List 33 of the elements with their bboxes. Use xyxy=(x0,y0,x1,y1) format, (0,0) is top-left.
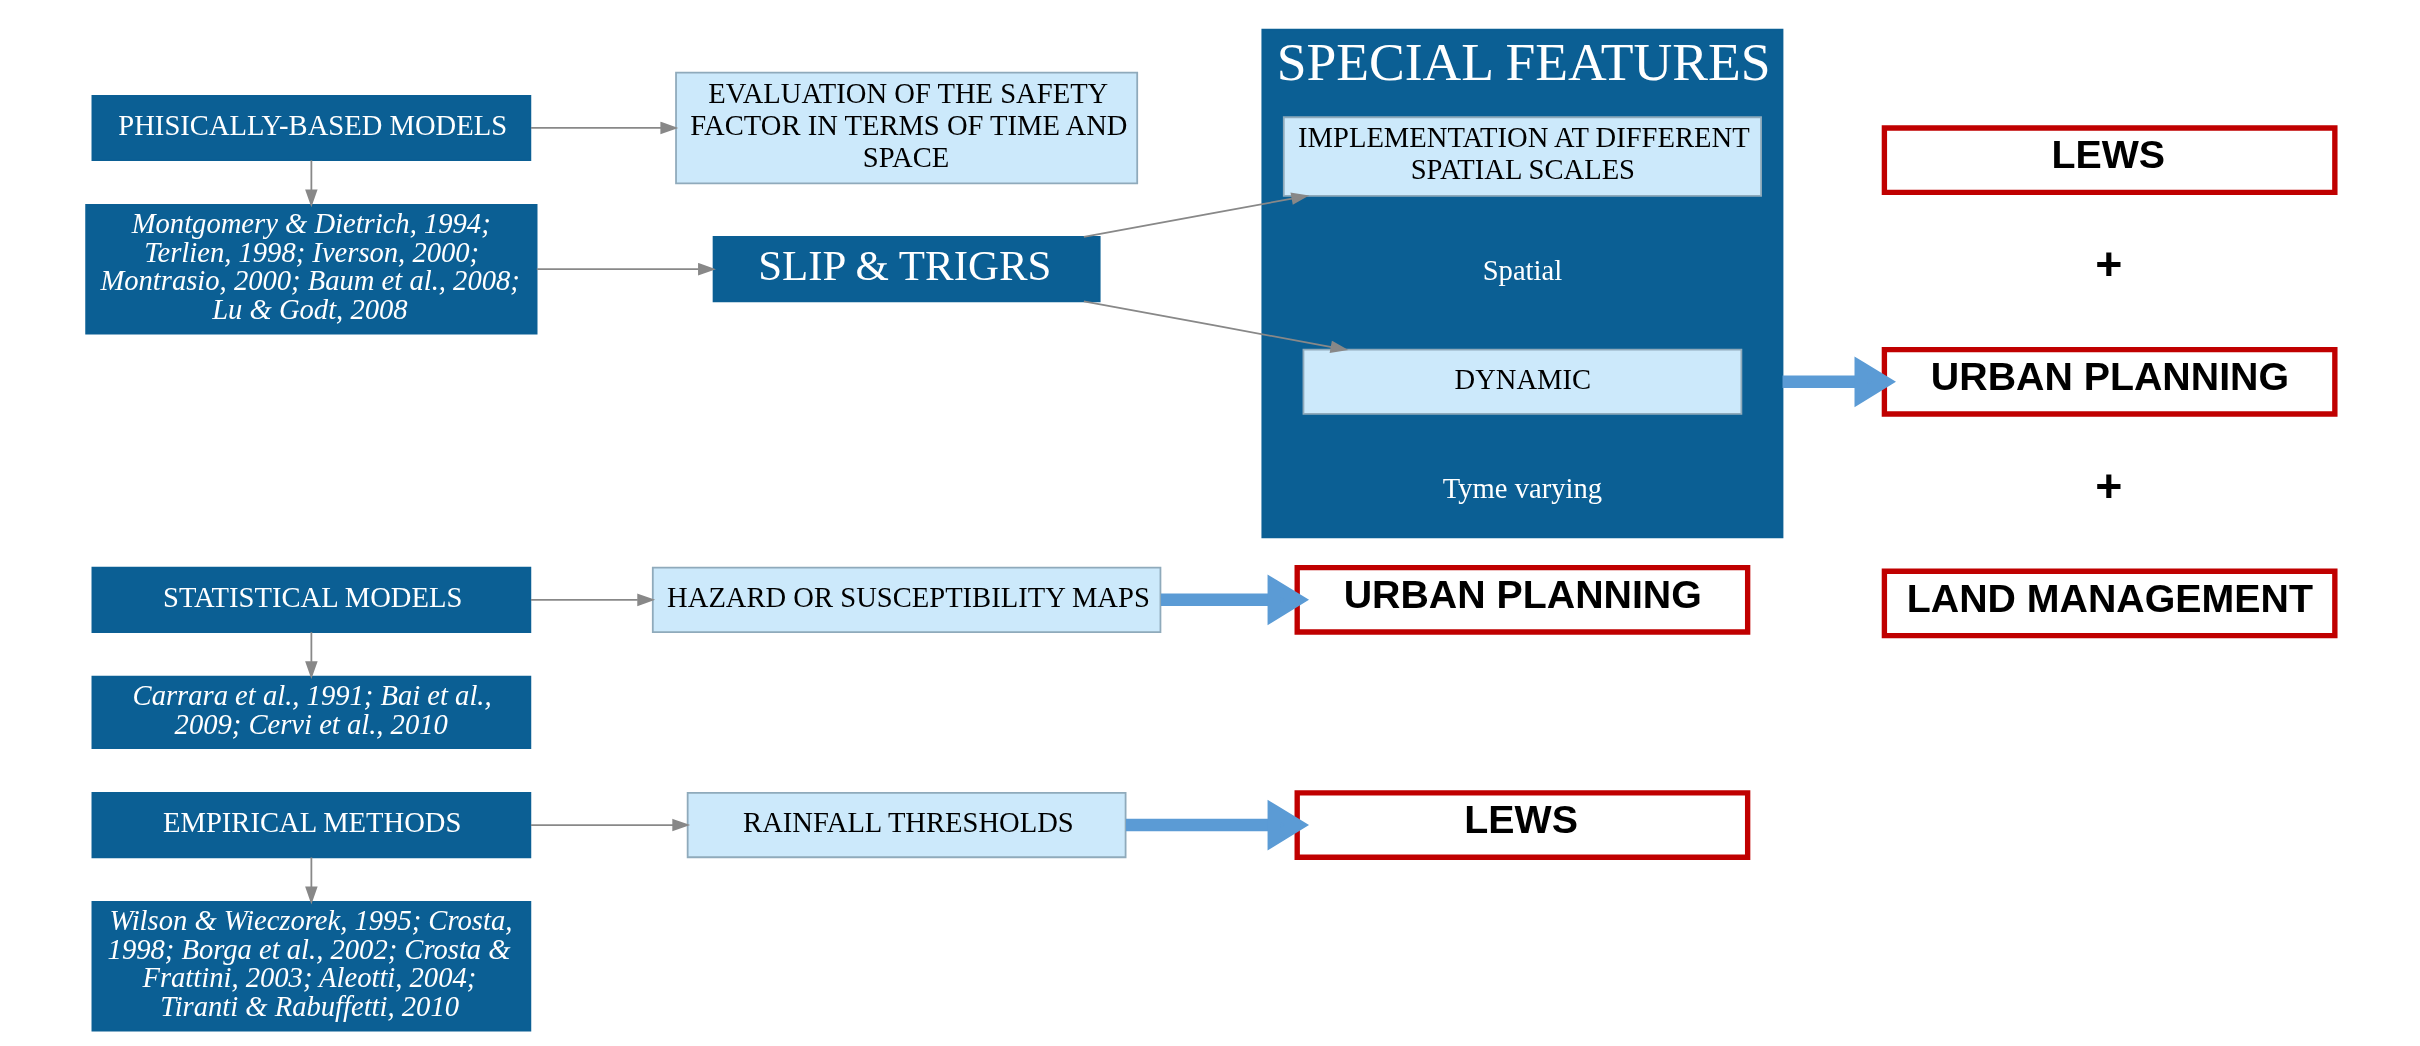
node-box: EVALUATION OF THE SAFETY FACTOR IN TERMS OF TIME AND SPACE xyxy=(674,71,1138,185)
label: + xyxy=(2094,238,2122,291)
node-box: LAND MANAGEMENT xyxy=(1881,568,2338,639)
label: + xyxy=(2094,460,2122,513)
node-box: PHISICALLY-BASED MODELS xyxy=(91,94,531,162)
node-box: IMPLEMENTATION AT DIFFERENT SPATIAL SCALES xyxy=(1282,116,1762,197)
node-box: HAZARD OR SUSCEPTIBILITY MAPS xyxy=(651,566,1161,633)
node-label: Spatial xyxy=(1482,254,1562,286)
arrow xyxy=(1082,300,1348,354)
node-box: Wilson & Wieczorek, 1995; Crosta, 1998; Borga et al., 2002; Crosta & Frattini, 2003; Aleotti, 2004; Tiranti & Rabuffetti, 2010 xyxy=(91,901,531,1032)
node-box: Carrara et al., 1991; Bai et al., 2009; Cervi et al., 2010 xyxy=(91,675,531,750)
node-box: URBAN PLANNING xyxy=(1294,565,1750,635)
arrow xyxy=(1082,192,1309,238)
arrow xyxy=(529,818,690,832)
arrow xyxy=(304,856,318,905)
node-box: DYNAMIC xyxy=(1302,348,1742,415)
node-box: EMPIRICAL METHODS xyxy=(91,792,531,859)
node-box: LEWS xyxy=(1294,790,1750,860)
node-box: LEWS xyxy=(1881,125,2338,195)
node-box: Montgomery & Dietrich, 1994; Terlien, 1998; Iverson, 2000; Montrasio, 2000; Baum et al., 2008; Lu & Godt, 2008 xyxy=(84,203,537,335)
node-box: URBAN PLANNING xyxy=(1881,346,2338,417)
node-box: SLIP & TRIGRS xyxy=(712,236,1101,303)
node-label: Tyme varying xyxy=(1442,472,1602,504)
arrow xyxy=(1782,356,1896,408)
arrow xyxy=(529,593,655,607)
node-box: STATISTICAL MODELS xyxy=(91,566,531,633)
node-box: RAINFALL THRESHOLDS xyxy=(686,792,1126,859)
arrow xyxy=(1160,574,1309,626)
arrow xyxy=(304,631,318,680)
arrow xyxy=(529,121,678,135)
arrow xyxy=(1125,799,1309,851)
arrow xyxy=(535,262,716,276)
arrow xyxy=(304,159,318,208)
